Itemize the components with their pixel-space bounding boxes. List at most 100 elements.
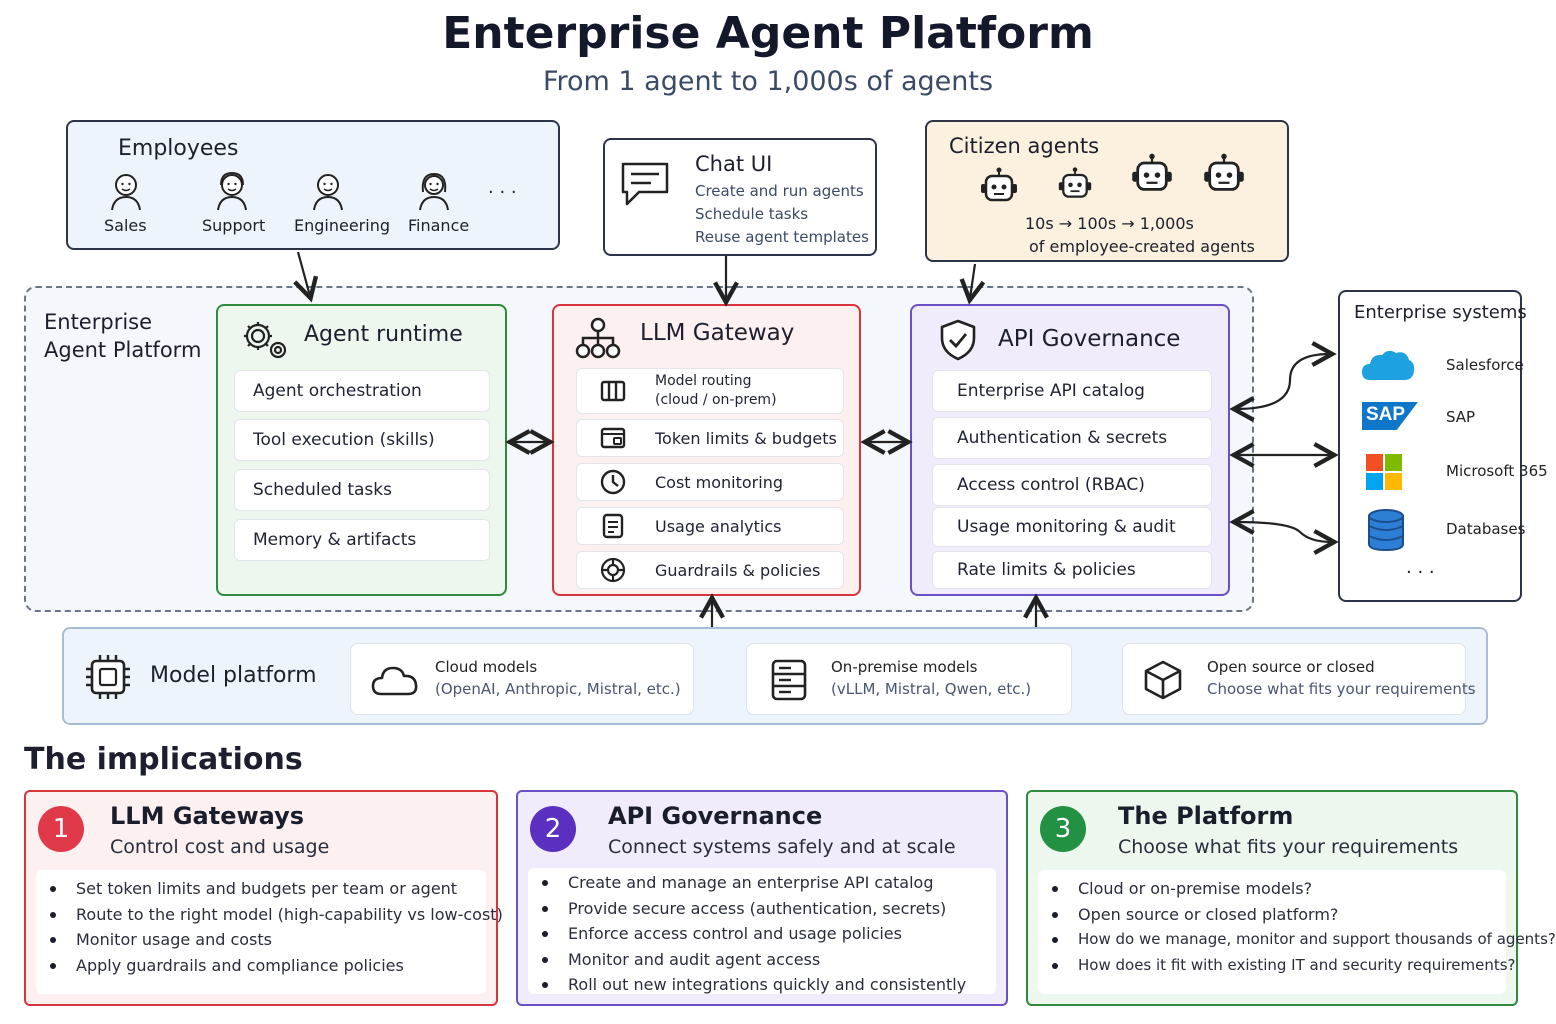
runtime-item: Memory & artifacts xyxy=(234,519,490,561)
implication-bullet-list: Create and manage an enterprise API cata… xyxy=(528,868,996,994)
implication-card-the-platform: 3 The Platform Choose what fits your req… xyxy=(1026,790,1556,1006)
database-icon xyxy=(602,513,624,539)
employee-finance: Finance xyxy=(404,170,484,240)
implication-bullet: Create and manage an enterprise API cata… xyxy=(542,870,996,896)
llm-gateway-box: LLM Gateway Model routing (cloud / on-pr… xyxy=(552,304,861,596)
implication-bullet: Monitor and audit agent access xyxy=(542,947,996,973)
model-platform-title: Model platform xyxy=(150,663,317,688)
implication-bullet: Set token limits and budgets per team or… xyxy=(50,876,486,902)
employees-box: Employees Sales Support Engineering xyxy=(66,120,560,250)
implication-card-api-governance: 2 API Governance Connect systems safely … xyxy=(516,790,1008,1006)
salesforce-cloud-icon xyxy=(1362,350,1415,380)
llm-gateway-title: LLM Gateway xyxy=(640,320,795,346)
model-platform-box: Model platform Cloud models (OpenAI, Ant… xyxy=(62,627,1488,725)
page-title: Enterprise Agent Platform xyxy=(442,8,1094,59)
agent-runtime-box: Agent runtime Agent orchestration Tool e… xyxy=(216,304,507,596)
governance-item: Authentication & secrets xyxy=(932,417,1212,459)
citizen-agents-caption: of employee-created agents xyxy=(1029,237,1255,256)
employees-more: · · · xyxy=(488,182,517,203)
employee-label: Finance xyxy=(408,216,470,235)
chat-ui-line: Schedule tasks xyxy=(695,205,809,223)
page-subtitle: From 1 agent to 1,000s of agents xyxy=(542,66,994,97)
implication-bullet: Route to the right model (high-capabilit… xyxy=(50,902,503,928)
person-icon xyxy=(313,174,343,211)
chat-ui-box: Chat UI Create and run agents Schedule t… xyxy=(603,138,877,256)
system-salesforce: Salesforce xyxy=(1360,344,1540,388)
employee-label: Sales xyxy=(104,216,147,235)
model-card-on-premise: On-premise models (vLLM, Mistral, Qwen, … xyxy=(746,643,1072,715)
cube-icon xyxy=(1144,660,1182,700)
api-governance-title: API Governance xyxy=(998,326,1181,352)
network-icon xyxy=(575,317,621,359)
implication-number-badge: 1 xyxy=(38,806,84,852)
microsoft-logo-icon xyxy=(1366,454,1402,490)
model-card-cloud: Cloud models (OpenAI, Anthropic, Mistral… xyxy=(350,643,694,715)
gears-icon xyxy=(244,322,287,359)
headset-person-icon xyxy=(217,171,247,211)
system-microsoft-365: Microsoft 365 xyxy=(1360,450,1548,494)
robot-icon xyxy=(1204,153,1244,191)
system-databases: Databases xyxy=(1360,508,1540,552)
implication-bullet: Roll out new integrations quickly and co… xyxy=(542,972,996,998)
gateway-item-model-routing: Model routing (cloud / on-prem) xyxy=(576,368,844,414)
employees-title: Employees xyxy=(118,136,239,161)
citizen-agents-box: Citizen agents 10s → 100s → 1,000s of em… xyxy=(925,120,1289,262)
employee-support: Support xyxy=(198,170,278,240)
implication-bullet: Open source or closed platform? xyxy=(1052,902,1506,928)
implication-title: LLM Gateways xyxy=(110,802,305,830)
implication-subtitle: Control cost and usage xyxy=(110,836,330,858)
enterprise-systems-title: Enterprise systems xyxy=(1354,302,1527,323)
clock-icon xyxy=(600,469,626,495)
robot-icon xyxy=(981,167,1017,202)
sap-logo-text: SAP xyxy=(1366,404,1406,425)
implication-subtitle: Connect systems safely and at scale xyxy=(608,836,956,858)
platform-label: Agent Platform xyxy=(44,338,202,362)
implication-card-llm-gateways: 1 LLM Gateways Control cost and usage Se… xyxy=(24,790,503,1006)
governance-item: Usage monitoring & audit xyxy=(932,507,1212,547)
governance-item: Rate limits & policies xyxy=(932,551,1212,589)
chat-ui-line: Reuse agent templates xyxy=(695,228,869,246)
runtime-item: Tool execution (skills) xyxy=(234,419,490,461)
runtime-item: Agent orchestration xyxy=(234,370,490,412)
chat-ui-line: Create and run agents xyxy=(695,182,864,200)
api-governance-box: API Governance Enterprise API catalog Au… xyxy=(910,304,1230,596)
platform-label: Enterprise xyxy=(44,310,153,334)
gateway-item-token-limits: Token limits & budgets xyxy=(576,419,844,457)
implication-number-badge: 3 xyxy=(1040,806,1086,852)
server-icon xyxy=(771,659,807,701)
gateway-item-usage-analytics: Usage analytics xyxy=(576,507,844,545)
database-icon xyxy=(1368,509,1404,552)
chip-icon xyxy=(86,655,130,699)
implication-bullet-list: Set token limits and budgets per team or… xyxy=(36,870,503,994)
employee-sales: Sales xyxy=(98,170,154,240)
implication-bullet-list: Cloud or on-premise models? Open source … xyxy=(1038,870,1556,994)
implication-bullet: Cloud or on-premise models? xyxy=(1052,876,1506,902)
implication-bullet: How does it fit with existing IT and sec… xyxy=(1052,953,1516,979)
chat-bubble-icon xyxy=(621,162,669,206)
enterprise-systems-more: · · · xyxy=(1406,562,1435,583)
governance-item: Access control (RBAC) xyxy=(932,464,1212,506)
person-icon xyxy=(111,174,141,211)
implication-bullet: Monitor usage and costs xyxy=(50,927,486,953)
enterprise-systems-box: Enterprise systems Salesforce SAP SAP Mi… xyxy=(1338,290,1548,602)
citizen-agents-scale: 10s → 100s → 1,000s xyxy=(1025,214,1194,233)
implication-title: API Governance xyxy=(608,802,823,830)
shield-gear-icon xyxy=(600,557,626,583)
employee-label: Support xyxy=(202,216,266,235)
cloud-icon xyxy=(371,666,418,696)
governance-item: Enterprise API catalog xyxy=(932,370,1212,412)
robot-icon xyxy=(1132,153,1172,191)
implication-bullet: Apply guardrails and compliance policies xyxy=(50,953,486,979)
implications-heading: The implications xyxy=(24,742,303,777)
robot-icon xyxy=(1058,167,1092,198)
system-sap: SAP SAP xyxy=(1360,396,1540,440)
gateway-item-guardrails: Guardrails & policies xyxy=(576,551,844,589)
implication-bullet: Provide secure access (authentication, s… xyxy=(542,896,996,922)
implication-bullet: Enforce access control and usage policie… xyxy=(542,921,996,947)
chat-ui-title: Chat UI xyxy=(695,152,773,176)
implication-number-badge: 2 xyxy=(530,806,576,852)
woman-person-icon xyxy=(419,172,449,211)
routing-icon xyxy=(600,380,626,402)
employee-label: Engineering xyxy=(294,216,390,235)
employee-engineering: Engineering xyxy=(294,170,394,240)
